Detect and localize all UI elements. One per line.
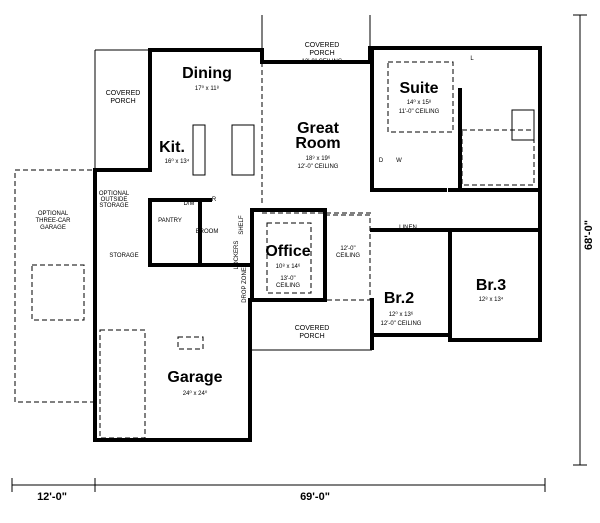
width-dimension-line (11, 478, 546, 492)
drop-zone-label: DROP ZONE (242, 267, 248, 303)
storage-label: STORAGE (109, 253, 138, 259)
left-width-dimension: 12'-0" (37, 491, 67, 503)
depth-dimension: 68'-0" (583, 220, 595, 250)
kitchen-island (192, 124, 206, 176)
office-size: 10⁸ x 14⁶ (276, 263, 301, 270)
great-room-ceiling: 12'-0" CEILING (298, 164, 339, 170)
garage-storage-outline (99, 329, 146, 439)
interior-walls (148, 46, 542, 337)
linen-closet-label: L (470, 56, 474, 62)
great-room-label-2: Room (295, 135, 340, 152)
top-porch-label: COVERED (305, 42, 340, 49)
optional-storage-label-2: OUTSIDE (101, 197, 128, 203)
exterior-walls (93, 46, 542, 442)
optional-garage-outline (14, 169, 96, 403)
great-room-label: Great (297, 120, 339, 137)
top-porch-label-2: PORCH (309, 50, 334, 57)
suite-size: 14⁰ x 15⁸ (407, 99, 432, 106)
dining-table (231, 124, 255, 176)
fridge-label: R (212, 197, 217, 203)
kitchen-label: Kit. (159, 139, 185, 156)
optional-garage-label: OPTIONAL (38, 211, 69, 217)
office-label: Office (265, 243, 310, 260)
br3-label: Br.3 (476, 277, 506, 294)
broom-label: BROOM (196, 229, 219, 235)
optional-garage-label-2: THREE-CAR (35, 218, 71, 224)
bottom-porch-label: COVERED (295, 325, 330, 332)
shelf-label: SHELF (239, 215, 245, 235)
bottom-porch-label-2: PORCH (299, 333, 324, 340)
suite-label: Suite (399, 80, 438, 97)
washer-label: W (396, 158, 402, 164)
kitchen-size: 16⁰ x 13⁴ (165, 158, 190, 165)
left-porch-outline (94, 49, 150, 170)
dryer-label: D (379, 158, 384, 164)
depth-dimension-line (573, 14, 587, 466)
optional-garage-label-3: GARAGE (40, 225, 66, 231)
optional-storage-label-3: STORAGE (99, 203, 128, 209)
office-walls (250, 208, 327, 302)
garage-label: Garage (167, 369, 222, 386)
office-tray-ceiling (266, 222, 312, 294)
br2-ceiling: 12'-0" CEILING (381, 321, 422, 327)
lockers-label: LOCKERS (234, 241, 240, 270)
office-ceiling-1: 13'-0" (280, 276, 295, 282)
optional-storage-label: OPTIONAL (99, 191, 130, 197)
top-porch-ceiling: 12'-0" CEILING (302, 59, 343, 65)
bath-outline (461, 129, 535, 186)
dm-label: D/M (184, 201, 195, 207)
dining-size: 17⁰ x 11⁸ (195, 85, 220, 92)
main-width-dimension: 69'-0" (300, 491, 330, 503)
pantry-label: PANTRY (158, 218, 182, 224)
foyer-ceiling-label-2: CEILING (336, 253, 360, 259)
br2-label: Br.2 (384, 290, 414, 307)
garage-size: 24⁰ x 24⁰ (183, 390, 208, 397)
br3-size: 12⁸ x 13⁴ (479, 296, 504, 303)
office-ceiling-2: CEILING (276, 283, 300, 289)
garage-step (177, 336, 204, 350)
left-porch-label-2: PORCH (110, 98, 135, 105)
linen-label: LINEN (399, 225, 417, 231)
shower (511, 109, 535, 141)
optional-garage-slab (31, 264, 85, 321)
br2-size: 12⁰ x 13⁶ (389, 311, 414, 318)
suite-tray-ceiling (387, 61, 454, 133)
dashed-lines (261, 62, 372, 301)
suite-ceiling: 11'-0" CEILING (399, 109, 440, 115)
foyer-ceiling-label: 12'-0" (340, 246, 355, 252)
dining-label: Dining (182, 65, 232, 82)
left-porch-label: COVERED (106, 90, 141, 97)
great-room-size: 18⁹ x 19⁶ (306, 155, 331, 162)
